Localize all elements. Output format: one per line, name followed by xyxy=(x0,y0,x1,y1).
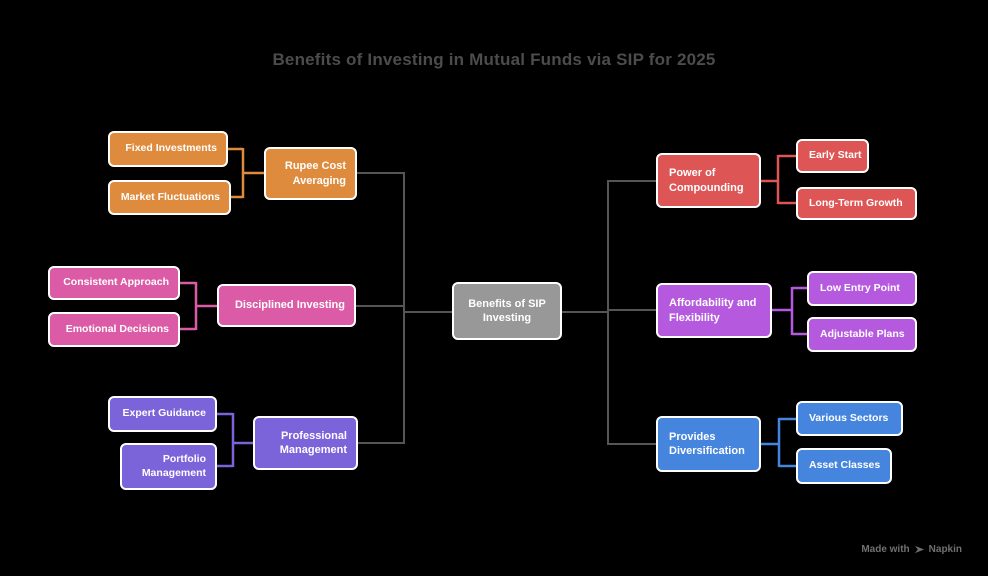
connector-compounding-branch xyxy=(761,154,796,205)
node-label: Disciplined Investing xyxy=(234,299,345,312)
node-affordability-and-flexibility[interactable]: Affordability and Flexibility xyxy=(656,283,772,338)
node-provides-diversification[interactable]: Provides Diversification xyxy=(656,416,761,472)
node-market-fluctuations[interactable]: Market Fluctuations xyxy=(108,180,231,215)
node-professional-management[interactable]: Professional Management xyxy=(253,416,358,470)
node-early-start[interactable]: Early Start xyxy=(796,139,869,173)
node-label: Market Fluctuations xyxy=(120,190,220,203)
napkin-watermark[interactable]: Made with Napkin xyxy=(861,544,962,555)
node-benefits-of-sip-investing[interactable]: Benefits of SIP Investing xyxy=(452,282,562,340)
node-rupee-cost-averaging[interactable]: Rupee Cost Averaging xyxy=(264,147,357,200)
node-label: Long-Term Growth xyxy=(809,196,903,209)
connector-rupee-branch xyxy=(228,147,264,199)
node-expert-guidance[interactable]: Expert Guidance xyxy=(108,396,217,432)
watermark-prefix: Made with xyxy=(861,544,910,555)
diagram-title: Benefits of Investing in Mutual Funds vi… xyxy=(272,50,716,69)
node-low-entry-point[interactable]: Low Entry Point xyxy=(807,271,917,306)
node-disciplined-investing[interactable]: Disciplined Investing xyxy=(217,284,356,327)
node-label: Rupee Cost Averaging xyxy=(284,160,346,187)
node-label: Asset Classes xyxy=(809,459,881,472)
node-label: Consistent Approach xyxy=(63,276,169,289)
node-label: Provides Diversification xyxy=(669,430,745,457)
node-portfolio-management[interactable]: Portfolio Management xyxy=(120,443,217,490)
node-label: Benefits of SIP Investing xyxy=(468,297,546,324)
node-fixed-investments[interactable]: Fixed Investments xyxy=(108,131,228,167)
node-label: Affordability and Flexibility xyxy=(669,297,757,324)
node-label: Adjustable Plans xyxy=(820,327,905,340)
connector-professional-branch xyxy=(217,412,253,468)
node-various-sectors[interactable]: Various Sectors xyxy=(796,401,903,436)
connector-disciplined-branch xyxy=(180,281,217,331)
node-label: Early Start xyxy=(809,149,862,162)
napkin-logo-icon xyxy=(914,545,924,554)
node-label: Portfolio Management xyxy=(141,452,206,479)
connector-center-left xyxy=(356,172,452,444)
node-asset-classes[interactable]: Asset Classes xyxy=(796,448,892,484)
node-adjustable-plans[interactable]: Adjustable Plans xyxy=(807,317,917,352)
node-power-of-compounding[interactable]: Power of Compounding xyxy=(656,153,761,208)
connector-affordability-branch xyxy=(772,286,807,336)
node-label: Fixed Investments xyxy=(125,142,217,155)
node-consistent-approach[interactable]: Consistent Approach xyxy=(48,266,180,300)
node-label: Various Sectors xyxy=(809,411,889,424)
connector-center-right xyxy=(562,180,656,445)
node-long-term-growth[interactable]: Long-Term Growth xyxy=(796,187,917,220)
node-label: Low Entry Point xyxy=(820,281,900,294)
node-label: Power of Compounding xyxy=(669,167,744,194)
node-label: Professional Management xyxy=(279,429,347,456)
node-emotional-decisions[interactable]: Emotional Decisions xyxy=(48,312,180,347)
connector-diversification-branch xyxy=(761,417,796,468)
watermark-brand: Napkin xyxy=(928,544,962,555)
node-label: Emotional Decisions xyxy=(65,322,169,335)
node-label: Expert Guidance xyxy=(122,407,206,420)
